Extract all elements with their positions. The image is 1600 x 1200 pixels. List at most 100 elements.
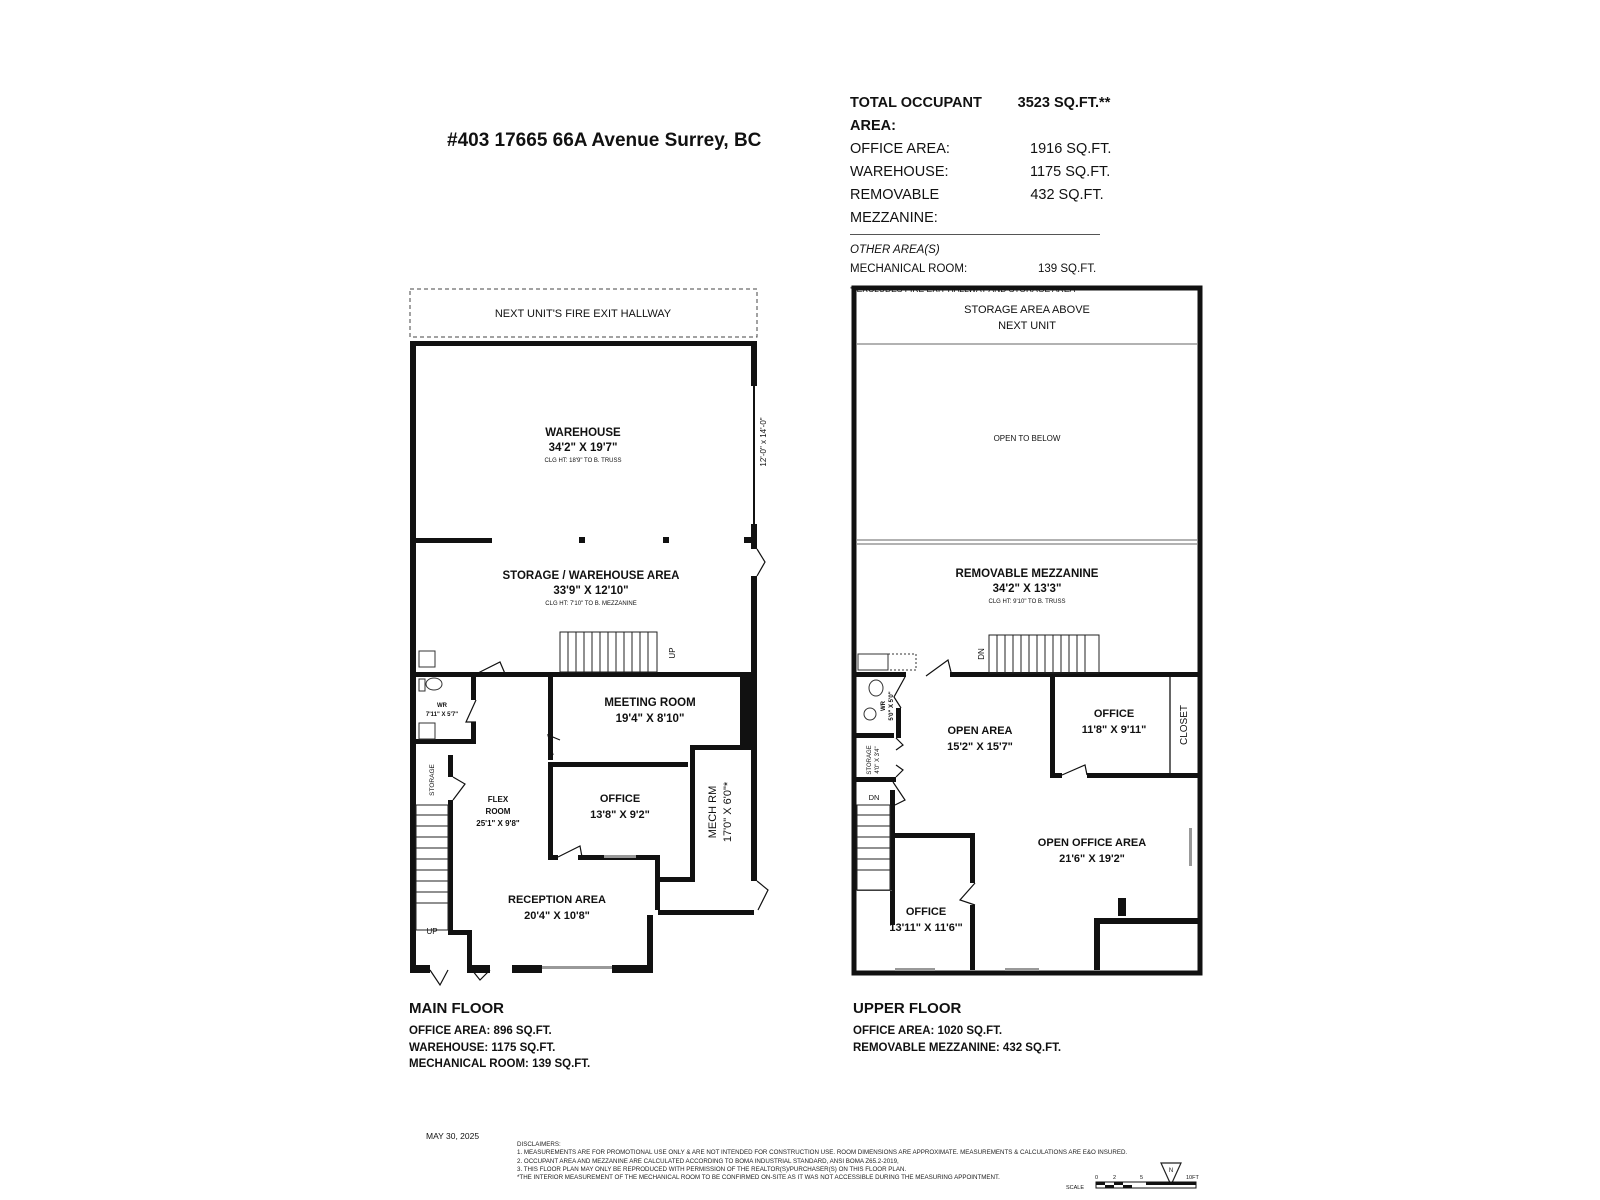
closet-label: CLOSET [1179, 705, 1190, 745]
stairs-left [415, 804, 449, 931]
main-floor-label: MAIN FLOOR [409, 1000, 504, 1017]
room-name: RECEPTION AREA [508, 894, 606, 906]
ceiling-height: CLG HT: 9'10" TO B. TRUSS [989, 599, 1066, 605]
room-name: ROOM [486, 807, 511, 816]
main-floor-labels: NEXT UNIT'S FIRE EXIT HALLWAY 12'-0" x 1… [426, 308, 768, 936]
upper-fixtures [857, 653, 917, 721]
property-address-title: #403 17665 66A Avenue Surrey, BC [447, 130, 762, 151]
north-label: N [1169, 1168, 1173, 1174]
room-dimensions: 15'2" X 15'7" [947, 741, 1013, 753]
main-floor-summary: MAIN FLOOR OFFICE AREA: 896 SQ.FT. WAREH… [409, 1000, 590, 1073]
doors [892, 658, 1088, 906]
disclaimer-line: 2. OCCUPANT AREA AND MEZZANINE ARE CALCU… [517, 1157, 899, 1165]
area-summary: TOTAL OCCUPANT AREA: 3523 SQ.FT.** OFFIC… [850, 92, 1112, 294]
summary-label: REMOVABLE MEZZANINE: [850, 187, 940, 226]
summary-label: MECHANICAL ROOM: [850, 263, 968, 275]
warehouse-row: WAREHOUSE: 1175 SQ.FT. [850, 161, 1112, 184]
room-name: OFFICE [600, 793, 640, 805]
room-name: MECH RM [707, 786, 719, 839]
office-area-row: OFFICE AREA: 1916 SQ.FT. [850, 138, 1112, 161]
room-name: STORAGE / WAREHOUSE AREA [503, 570, 680, 582]
scale-label: SCALE [1066, 1185, 1084, 1191]
room-name: OPEN AREA [948, 725, 1013, 737]
disclaimer-line: 1. MEASUREMENTS ARE FOR PROMOTIONAL USE … [517, 1149, 1128, 1157]
summary-value: 1916 SQ.FT. [1030, 141, 1112, 157]
garage-door-label: 12'-0" x 14'-0" [759, 417, 768, 466]
room-dimensions: 34'2" X 19'7" [549, 442, 618, 454]
storage-label: STORAGE [429, 764, 436, 796]
stairs-up-label: UP [668, 647, 677, 658]
disclaimer-line: 3. THIS FLOOR PLAN MAY ONLY BE REPRODUCE… [517, 1165, 907, 1173]
main-floor-stat: WAREHOUSE: 1175 SQ.FT. [409, 1041, 556, 1054]
room-name: STORAGE [867, 745, 873, 774]
stairs-mezzanine [988, 634, 1100, 674]
room-dimensions: 7'11" X 5'7" [426, 712, 458, 718]
upper-floor-plan [851, 285, 1203, 976]
open-to-below-label: OPEN TO BELOW [994, 434, 1061, 443]
room-dimensions: 13'11" X 11'6'" [889, 922, 962, 934]
fire-exit-hallway [409, 288, 758, 338]
summary-label: TOTAL OCCUPANT AREA: [850, 95, 982, 134]
room-dimensions: 21'6" X 19'2" [1059, 853, 1125, 865]
scale-bar: 0 2 5 10FT SCALE [1066, 1175, 1199, 1191]
ceiling-height: CLG HT: 7'10" TO B. MEZZANINE [545, 601, 636, 607]
summary-value: 1175 SQ.FT. [1030, 164, 1111, 180]
disclaimer-line: DISCLAIMERS: [517, 1141, 561, 1148]
room-name: WR [881, 700, 887, 711]
scale-tick: 2 [1113, 1175, 1116, 1181]
room-dimensions: 19'4" X 8'10" [616, 713, 685, 725]
room-dimensions: 20'4" X 10'8" [524, 910, 590, 922]
room-name: MEETING ROOM [604, 697, 695, 709]
storage-above-label: STORAGE AREA ABOVE [964, 304, 1090, 316]
room-dimensions: 25'1" X 9'8" [476, 819, 520, 828]
stairs-down-label: DN [869, 793, 880, 802]
room-dimensions: 11'8" X 9'11" [1082, 724, 1147, 736]
summary-label: OFFICE AREA: [850, 141, 950, 157]
upper-floor-stat: OFFICE AREA: 1020 SQ.FT. [853, 1025, 1003, 1037]
upper-floor-stat: REMOVABLE MEZZANINE: 432 SQ.FT. [853, 1041, 1062, 1054]
other-areas-heading: OTHER AREA(S) [850, 244, 940, 256]
summary-value: 139 SQ.FT. [1038, 263, 1097, 275]
summary-value: 432 SQ.FT. [1030, 187, 1104, 203]
scale-tick: 5 [1140, 1175, 1143, 1181]
main-floor-stat: MECHANICAL ROOM: 139 SQ.FT. [409, 1058, 591, 1070]
room-dimensions: 5'0" X 5'0" [889, 691, 895, 720]
north-arrow-icon: N [1160, 1162, 1182, 1187]
total-occupant-area-row: TOTAL OCCUPANT AREA: 3523 SQ.FT.** [850, 92, 1112, 138]
room-dimensions: 33'9" X 12'10" [553, 585, 628, 597]
main-floor-plan [409, 288, 769, 987]
scale-tick: 10FT [1186, 1175, 1199, 1181]
scale-tick: 0 [1095, 1175, 1098, 1181]
room-name: OFFICE [1094, 708, 1134, 720]
room-dimensions: 13'8" X 9'2" [590, 809, 650, 821]
upper-floor-label: UPPER FLOOR [853, 1000, 962, 1017]
disclaimer-line: *THE INTERIOR MEASUREMENT OF THE MECHANI… [517, 1174, 1000, 1182]
doors [429, 548, 769, 987]
room-name: OPEN OFFICE AREA [1038, 837, 1146, 849]
summary-label: WAREHOUSE: [850, 164, 949, 180]
ceiling-height: CLG HT: 18'9" TO B. TRUSS [545, 458, 622, 464]
upper-floor-labels: STORAGE AREA ABOVE NEXT UNIT OPEN TO BEL… [867, 304, 1190, 934]
plan-date: MAY 30, 2025 [426, 1131, 480, 1141]
summary-value: 3523 SQ.FT.** [1017, 95, 1111, 111]
summary-divider [850, 234, 1100, 235]
upper-floor-summary: UPPER FLOOR OFFICE AREA: 1020 SQ.FT. REM… [853, 1000, 1061, 1056]
stairs-up-label: UP [426, 927, 437, 936]
room-dimensions: 17'0" X 6'0"* [722, 781, 734, 842]
room-name: REMOVABLE MEZZANINE [956, 568, 1099, 580]
fire-exit-label: NEXT UNIT'S FIRE EXIT HALLWAY [495, 308, 672, 320]
room-name: OFFICE [906, 906, 946, 918]
stairs-main-to-mezzanine [559, 631, 658, 673]
stairs-down-left [856, 804, 891, 891]
stairs-down-label: DN [977, 648, 986, 660]
bathroom-fixtures [418, 650, 443, 740]
room-name: WR [437, 703, 448, 709]
room-dimensions: 4'0" X 3'4" [875, 746, 881, 773]
room-dimensions: 34'2" X 13'3" [993, 583, 1062, 595]
disclaimers: DISCLAIMERS: 1. MEASUREMENTS ARE FOR PRO… [517, 1141, 1127, 1182]
storage-above-label: NEXT UNIT [998, 320, 1056, 332]
mechanical-room-row: MECHANICAL ROOM: 139 SQ.FT. [850, 259, 1112, 279]
mezzanine-row: REMOVABLE MEZZANINE: 432 SQ.FT. [850, 184, 1112, 230]
room-name: WAREHOUSE [545, 427, 621, 439]
